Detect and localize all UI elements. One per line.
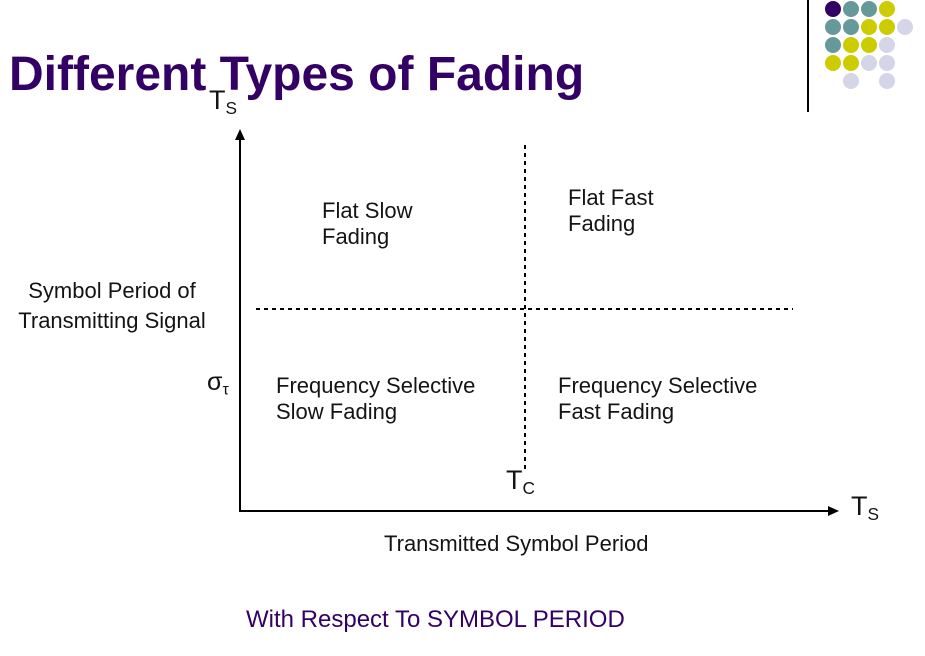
coherence-time-label: TC [506,465,535,498]
y-axis-line [239,137,241,512]
decorative-dot [879,1,895,17]
y-axis-caption: Symbol Period of Transmitting Signal [18,278,206,333]
decorative-dot [825,19,841,35]
slide-footer-note: With Respect To SYMBOL PERIOD [246,606,625,633]
decorative-dot [843,37,859,53]
decorative-dot [825,55,841,71]
decorative-dot [843,19,859,35]
quadrant-frequency-selective-fast-fading-label: Frequency Selective Fast Fading [558,373,758,424]
coherence-time-dashed-line [524,145,526,470]
decorative-vertical-rule [807,0,809,112]
decorative-dot [825,37,841,53]
decorative-dot [843,1,859,17]
decorative-dot [843,73,859,89]
decorative-dot [897,19,913,35]
decorative-dot [843,55,859,71]
x-axis-line [239,510,829,512]
slide-title: Different Types of Fading [9,48,585,102]
x-axis-symbol-label: TS [851,491,880,524]
decorative-dot [861,37,877,53]
delay-spread-label: στ [207,368,229,399]
arrow-up-icon [235,129,245,140]
decorative-dot [861,19,877,35]
arrow-right-icon [828,506,839,516]
x-axis-caption: Transmitted Symbol Period [384,531,649,556]
quadrant-frequency-selective-slow-fading-label: Frequency Selective Slow Fading [276,373,476,424]
decorative-dot [879,19,895,35]
decorative-dot [861,55,877,71]
quadrant-flat-slow-fading-label: Flat Slow Fading [322,198,413,249]
decorative-dot [825,1,841,17]
decorative-dot [861,1,877,17]
y-axis-symbol-label: TS [209,85,238,118]
quadrant-flat-fast-fading-label: Flat Fast Fading [568,185,654,236]
decorative-dot [879,55,895,71]
decorative-dot [879,37,895,53]
decorative-dot [879,73,895,89]
decorative-dot-grid [825,1,923,93]
